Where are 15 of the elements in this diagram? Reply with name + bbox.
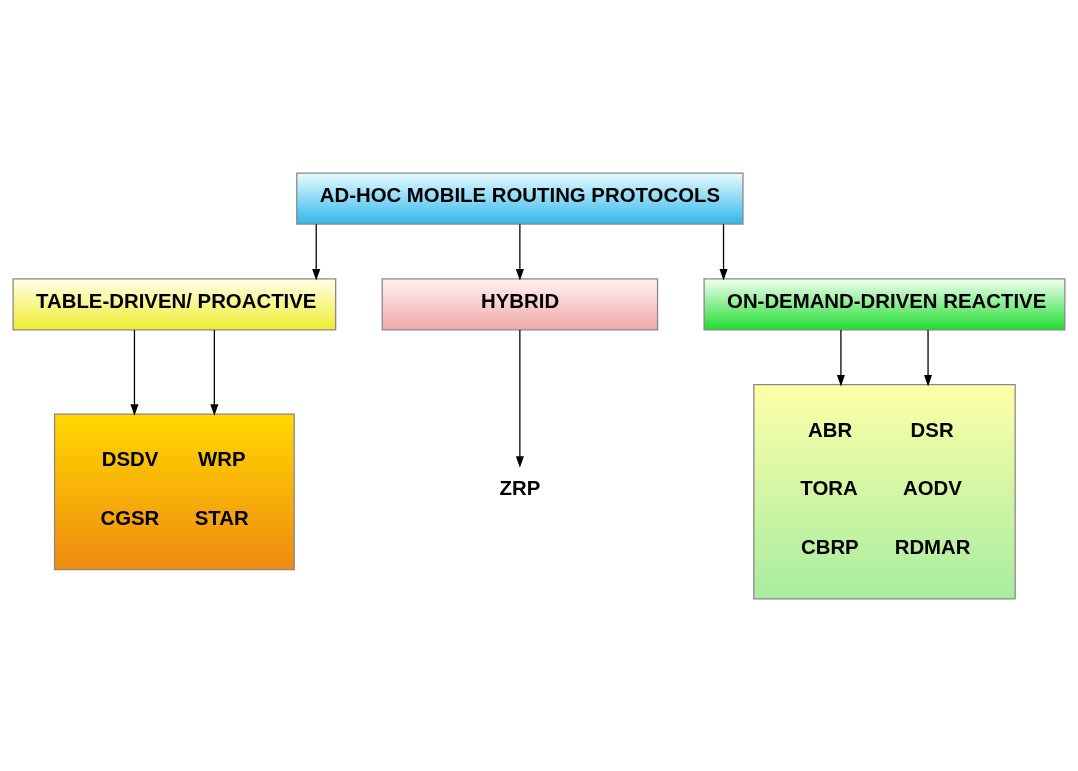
arrow [836, 328, 845, 386]
arrow [130, 328, 139, 416]
arrow [924, 328, 933, 386]
node-box: HYBRID [381, 277, 659, 331]
node-box: AD-HOC MOBILE ROUTING PROTOCOLS [296, 171, 744, 225]
arrow [312, 223, 321, 281]
node-box: ON-DEMAND-DRIVEN REACTIVE [703, 277, 1066, 331]
arrow [515, 223, 524, 281]
node-text: ZRP [499, 476, 541, 499]
node-box: DSDV WRP CGSR STAR [53, 412, 295, 570]
node-box: TABLE-DRIVEN/ PROACTIVE [12, 277, 337, 331]
node-box: ABR DSR TORA AODV CBRP RDMAR [753, 383, 1016, 600]
arrow [515, 328, 524, 468]
arrow [719, 223, 728, 281]
arrow [210, 328, 219, 416]
